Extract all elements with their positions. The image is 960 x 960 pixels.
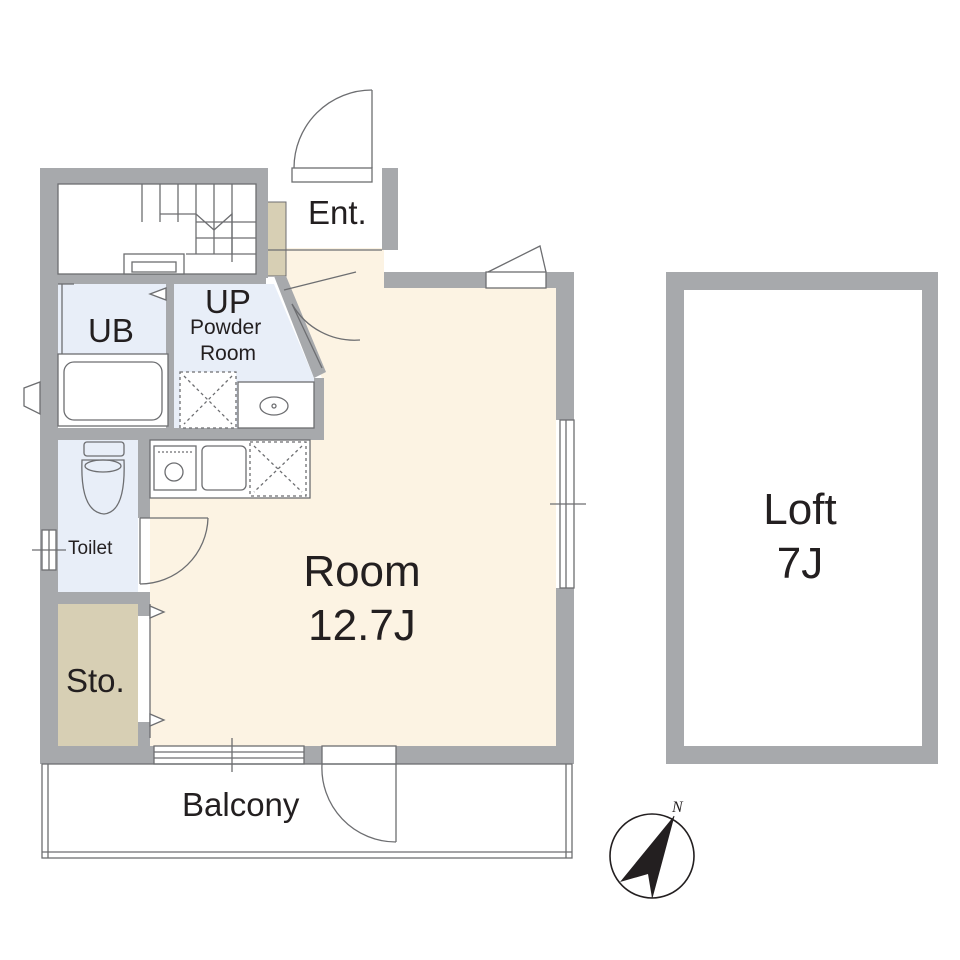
wall-stair-bath (40, 274, 266, 284)
balcony-outline (41, 763, 573, 859)
powder-room-label-line1: Powder (190, 316, 261, 339)
powder-room-label-line2: Room (200, 342, 256, 365)
wall-toilet-storage (40, 592, 150, 604)
room-label: Room (303, 547, 420, 596)
wall-bath-powder (166, 284, 174, 428)
staircase (57, 183, 257, 275)
wall-left (40, 168, 58, 764)
entrance-label: Ent. (308, 194, 367, 231)
bathtub (57, 353, 169, 427)
stair-up-label: UP (205, 283, 251, 320)
wall-storage-right-b (138, 722, 150, 746)
wall-top-room (384, 272, 488, 288)
toilet-fixture (81, 441, 125, 515)
wall-bottom-right (396, 746, 574, 764)
powder-door[interactable] (283, 271, 361, 369)
shoe-cabinet (265, 201, 287, 277)
kitchen-sink (201, 445, 247, 491)
wall-top-stair (40, 168, 266, 184)
room-size-label: 12.7J (308, 601, 416, 650)
storage-floor (58, 604, 138, 746)
wall-bottom-left (40, 746, 154, 764)
toilet-window (32, 529, 66, 571)
wall-powder-diagonal (274, 276, 326, 378)
room-top-window (485, 245, 547, 289)
toilet-label: Toilet (68, 538, 113, 559)
north-arrow-icon (620, 816, 674, 898)
bath-door[interactable] (58, 283, 167, 354)
bath-window (23, 381, 41, 416)
stove (153, 445, 197, 491)
storage-label: Sto. (66, 662, 125, 699)
balcony-label: Balcony (182, 786, 300, 823)
loft-label: Loft (763, 485, 836, 534)
toilet-door[interactable] (139, 517, 209, 585)
washer-space (179, 371, 237, 429)
main-room-floor (150, 248, 556, 746)
room-right-window (550, 419, 586, 589)
loft (666, 272, 938, 764)
wall-bottom-mid (304, 746, 322, 764)
walls (40, 168, 574, 764)
unit-bath-floor (58, 284, 168, 354)
entrance-door[interactable] (291, 89, 373, 183)
wall-top-entrance (382, 168, 398, 250)
unit-bath-label: UB (88, 312, 134, 349)
compass (609, 813, 695, 899)
toilet-floor (58, 440, 138, 592)
balcony-door[interactable] (321, 745, 397, 843)
wash-basin (237, 381, 315, 429)
compass-north-label: N (671, 799, 684, 816)
fridge-space (249, 441, 307, 497)
loft-size-label: 7J (777, 539, 823, 588)
wall-bath-toilet (40, 428, 324, 440)
wall-top-entrance-left (256, 168, 268, 278)
storage-doors[interactable] (149, 604, 166, 738)
wall-powder-right (314, 378, 324, 440)
wall-storage-right (138, 592, 150, 616)
wall-kitchen-left (138, 440, 150, 498)
wall-right-upper (556, 272, 574, 420)
wall-right-lower (556, 588, 574, 764)
kitchen-counter (149, 439, 311, 499)
